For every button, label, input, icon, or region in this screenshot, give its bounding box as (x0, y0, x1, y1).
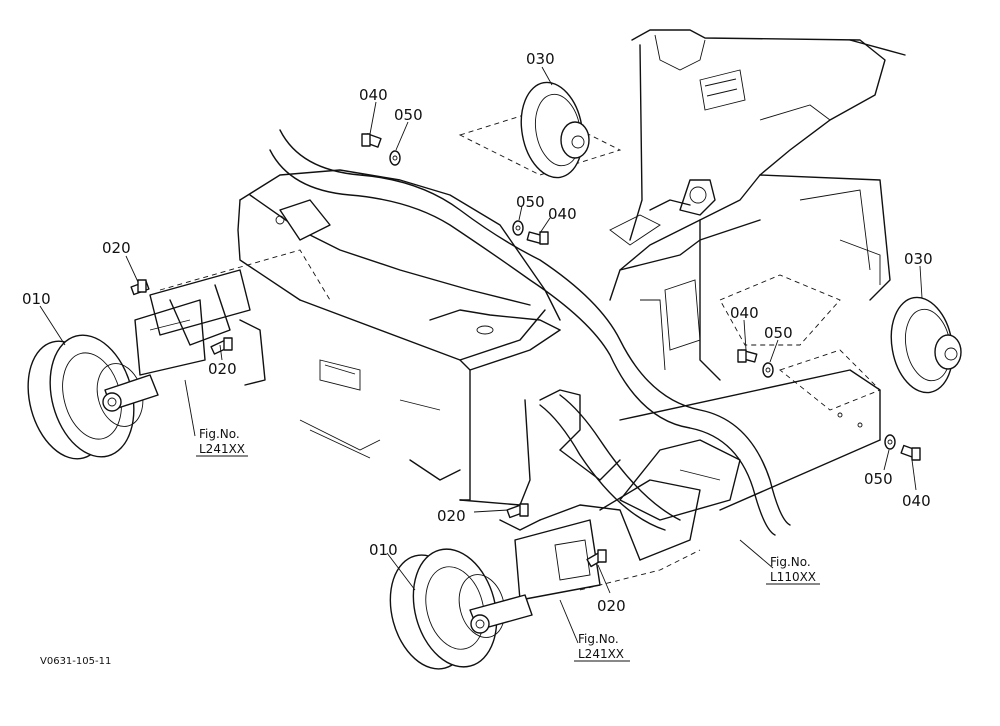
crawler-belt (269, 129, 791, 536)
label-050-a: 050 (394, 106, 423, 124)
label-050-b: 050 (516, 193, 545, 211)
label-040-c: 040 (730, 304, 759, 322)
fig-ref-left: Fig.No. L241XX (196, 427, 248, 457)
fig-ref-left-title: Fig.No. (199, 427, 240, 441)
left-bracket (134, 249, 331, 386)
bolt-020-lower-right (586, 549, 607, 568)
label-040-d: 040 (902, 492, 931, 510)
label-050-c: 050 (764, 324, 793, 342)
label-020-a: 020 (102, 239, 131, 257)
fig-ref-lower: Fig.No. L241XX (574, 632, 630, 662)
upper-frame (609, 29, 906, 381)
label-040-a: 040 (359, 86, 388, 104)
bolt-020-left-upper (130, 279, 150, 296)
dashed-outline-top (458, 109, 622, 176)
label-050-d: 050 (864, 470, 893, 488)
lower-bracket (514, 479, 701, 601)
label-020-b: 020 (208, 360, 237, 378)
washer-050-top-left (389, 150, 401, 166)
part-labels: 010 010 020 020 020 020 030 030 040 040 … (22, 50, 933, 615)
washer-050-right (762, 362, 774, 378)
label-010-lower: 010 (369, 541, 398, 559)
fig-ref-lower-number: L241XX (578, 647, 624, 661)
fig-ref-right-number: L110XX (770, 570, 816, 584)
idler-wheel-left (27, 334, 159, 460)
fig-ref-right: Fig.No. L110XX (766, 555, 820, 585)
fig-ref-right-title: Fig.No. (770, 555, 811, 569)
washer-050-top-right (512, 220, 524, 236)
drawing-code: V0631-105-11 (40, 656, 111, 667)
track-frame (237, 169, 561, 531)
label-020-c: 020 (437, 507, 466, 525)
lower-frame (539, 369, 881, 521)
label-010-left: 010 (22, 290, 51, 308)
track-roller-right (890, 296, 962, 394)
label-040-b: 040 (548, 205, 577, 223)
bolt-040-right (737, 349, 758, 363)
label-020-d: 020 (597, 597, 626, 615)
bolt-040-lower-right (900, 444, 921, 461)
dashed-outline-right (719, 274, 841, 346)
fig-ref-lower-title: Fig.No. (578, 632, 619, 646)
bolt-040-top-right (526, 231, 549, 245)
bolt-020-lower-left (506, 503, 529, 519)
track-roller-top (520, 81, 590, 179)
fig-ref-left-number: L241XX (199, 442, 245, 456)
leader-lines (39, 66, 923, 644)
bolt-040-top-left (361, 133, 382, 148)
bolt-020-left-lower (210, 337, 233, 355)
washer-050-lower-right (884, 434, 896, 450)
label-030-right: 030 (904, 250, 933, 268)
label-030-top: 030 (526, 50, 555, 68)
idler-wheel-lower (389, 548, 533, 670)
